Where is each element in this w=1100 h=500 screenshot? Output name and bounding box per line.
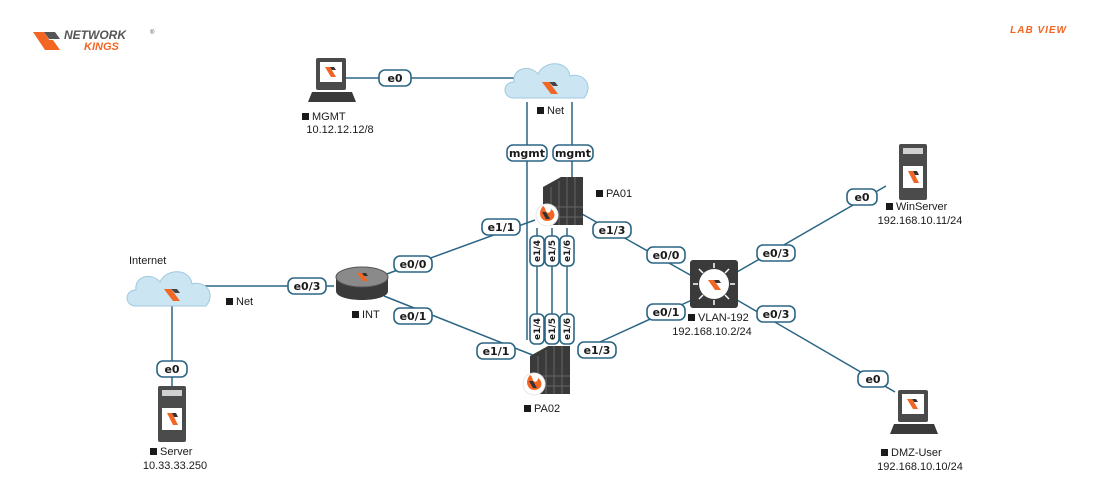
server-icon[interactable] bbox=[158, 386, 186, 442]
mgmt-label: MGMT 10.12.12.12/8 bbox=[302, 111, 374, 136]
port-int-e0-0[interactable]: e0/0 bbox=[393, 255, 433, 273]
port-pa01-e1-3[interactable]: e1/3 bbox=[592, 221, 632, 239]
svg-text:e1/3: e1/3 bbox=[584, 344, 611, 357]
svg-text:e0/1: e0/1 bbox=[400, 310, 427, 323]
dmz-name: DMZ-User bbox=[891, 447, 942, 459]
server-name: Server bbox=[160, 446, 193, 458]
port-server-e0[interactable]: e0 bbox=[156, 360, 188, 378]
mgmt-workstation-icon[interactable] bbox=[308, 58, 356, 102]
pa01-label: PA01 bbox=[596, 188, 632, 200]
svg-text:mgmt: mgmt bbox=[509, 147, 545, 160]
port-pa01-e1-6[interactable]: e1/6 bbox=[559, 235, 575, 267]
links bbox=[171, 77, 896, 393]
network-kings-logo: NETWORK KINGS ® bbox=[33, 28, 155, 53]
svg-text:e0: e0 bbox=[164, 363, 179, 376]
port-pa01-e1-5[interactable]: e1/5 bbox=[544, 235, 560, 267]
internet-cloud-icon[interactable] bbox=[126, 271, 211, 307]
pa02-label: PA02 bbox=[524, 403, 560, 415]
dmz-workstation-icon[interactable] bbox=[890, 390, 938, 434]
svg-text:e1/5: e1/5 bbox=[548, 240, 558, 262]
port-pa01-e1-4[interactable]: e1/4 bbox=[529, 235, 545, 267]
svg-text:e1/4: e1/4 bbox=[533, 240, 543, 262]
winserver-name: WinServer bbox=[896, 201, 948, 213]
port-net-mgmt-a[interactable]: mgmt bbox=[506, 144, 548, 162]
port-dmz-e0[interactable]: e0 bbox=[857, 370, 889, 388]
logo-text-network: NETWORK bbox=[64, 28, 127, 42]
port-pa02-e1-6[interactable]: e1/6 bbox=[559, 313, 575, 345]
net-top-name: Net bbox=[547, 105, 564, 117]
svg-text:e1/4: e1/4 bbox=[533, 318, 543, 340]
logo-text-kings: KINGS bbox=[84, 41, 120, 53]
port-int-e0-1[interactable]: e0/1 bbox=[393, 307, 433, 325]
mgmt-ip: 10.12.12.12/8 bbox=[306, 124, 373, 136]
lab-view-label: LAB VIEW bbox=[1010, 25, 1067, 36]
port-vlan-e0-0[interactable]: e0/0 bbox=[646, 246, 686, 264]
svg-text:mgmt: mgmt bbox=[555, 147, 591, 160]
svg-text:e1/6: e1/6 bbox=[563, 240, 573, 262]
svg-text:e0/3: e0/3 bbox=[763, 308, 790, 321]
int-name: INT bbox=[362, 309, 380, 321]
svg-text:e1/1: e1/1 bbox=[488, 221, 515, 234]
port-internet-e0-3[interactable]: e0/3 bbox=[287, 277, 327, 295]
winserver-label: WinServer 192.168.10.11/24 bbox=[878, 201, 963, 227]
port-vlan-e0-1[interactable]: e0/1 bbox=[646, 303, 686, 321]
port-net-mgmt-b[interactable]: mgmt bbox=[552, 144, 594, 162]
dmz-label: DMZ-User 192.168.10.10/24 bbox=[877, 447, 963, 473]
vlan-ip: 192.168.10.2/24 bbox=[672, 326, 752, 338]
mgmt-name: MGMT bbox=[312, 111, 346, 123]
svg-text:e0/3: e0/3 bbox=[763, 247, 790, 260]
dmz-ip: 192.168.10.10/24 bbox=[877, 461, 963, 473]
pa01-firewall-icon[interactable] bbox=[535, 176, 584, 227]
svg-text:e1/6: e1/6 bbox=[563, 318, 573, 340]
net-top-label: Net bbox=[537, 105, 564, 117]
port-vlan-e0-3-dmz[interactable]: e0/3 bbox=[756, 305, 796, 323]
port-pa01-e1-1[interactable]: e1/1 bbox=[481, 218, 521, 236]
net-top-cloud-icon[interactable] bbox=[504, 63, 589, 99]
int-label: INT bbox=[352, 309, 380, 321]
int-router-icon[interactable] bbox=[335, 266, 389, 301]
port-winserver-e0[interactable]: e0 bbox=[846, 188, 878, 206]
svg-text:e1/5: e1/5 bbox=[548, 318, 558, 340]
pa02-name: PA02 bbox=[534, 403, 560, 415]
internet-label: Internet Net bbox=[129, 255, 253, 308]
svg-text:e0/1: e0/1 bbox=[653, 306, 680, 319]
svg-text:e0: e0 bbox=[854, 191, 869, 204]
svg-text:e1/1: e1/1 bbox=[483, 345, 510, 358]
server-label: Server 10.33.33.250 bbox=[143, 446, 207, 472]
pa01-name: PA01 bbox=[606, 188, 632, 200]
port-pa02-e1-1[interactable]: e1/1 bbox=[476, 342, 516, 360]
internet-net-name: Net bbox=[236, 296, 253, 308]
port-pa02-e1-4[interactable]: e1/4 bbox=[529, 313, 545, 345]
svg-text:e0: e0 bbox=[387, 72, 402, 85]
logo-trademark: ® bbox=[150, 29, 155, 36]
port-vlan-e0-3-winserver[interactable]: e0/3 bbox=[756, 244, 796, 262]
server-ip: 10.33.33.250 bbox=[143, 460, 207, 472]
svg-text:e1/3: e1/3 bbox=[599, 224, 626, 237]
vlan-switch-icon[interactable] bbox=[689, 259, 739, 309]
winserver-ip: 192.168.10.11/24 bbox=[878, 215, 963, 227]
svg-text:e0/3: e0/3 bbox=[294, 280, 321, 293]
port-pa02-e1-3[interactable]: e1/3 bbox=[577, 341, 617, 359]
port-pa02-e1-5[interactable]: e1/5 bbox=[544, 313, 560, 345]
winserver-server-icon[interactable] bbox=[899, 144, 927, 200]
port-mgmt-e0[interactable]: e0 bbox=[378, 69, 412, 87]
vlan-label: VLAN-192 192.168.10.2/24 bbox=[672, 312, 752, 338]
svg-text:e0/0: e0/0 bbox=[653, 249, 680, 262]
svg-text:e0: e0 bbox=[865, 373, 880, 386]
svg-text:e0/0: e0/0 bbox=[400, 258, 427, 271]
vlan-name: VLAN-192 bbox=[698, 312, 749, 324]
internet-title: Internet bbox=[129, 255, 166, 267]
